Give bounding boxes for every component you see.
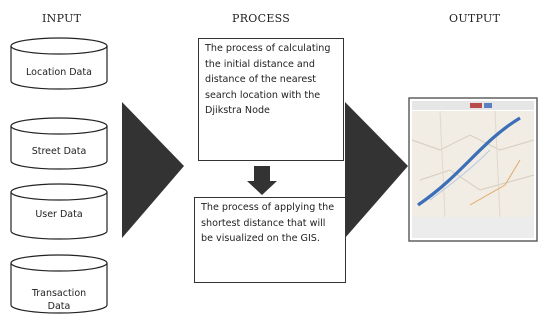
input-label-transaction: Transaction Data [31, 288, 87, 312]
input-label-user: User Data [35, 209, 83, 220]
cylinder-location [10, 37, 108, 90]
input-label-street: Street Data [31, 146, 87, 157]
cylinder-user [10, 183, 108, 240]
input-label-location: Location Data [26, 67, 92, 78]
cylinder-transaction [10, 254, 108, 314]
cylinder-street [10, 117, 108, 170]
process-step-1: The process of calculating the initial d… [198, 38, 344, 161]
arrow-process-to-output [345, 102, 408, 238]
output-map [408, 97, 538, 242]
header-process: PROCESS [232, 12, 291, 25]
header-output: OUTPUT [449, 12, 501, 25]
arrow-input-to-process [122, 102, 184, 238]
header-input: INPUT [42, 12, 82, 25]
process-step-2: The process of applying the shortest dis… [194, 197, 346, 283]
arrow-process-down [247, 166, 277, 195]
